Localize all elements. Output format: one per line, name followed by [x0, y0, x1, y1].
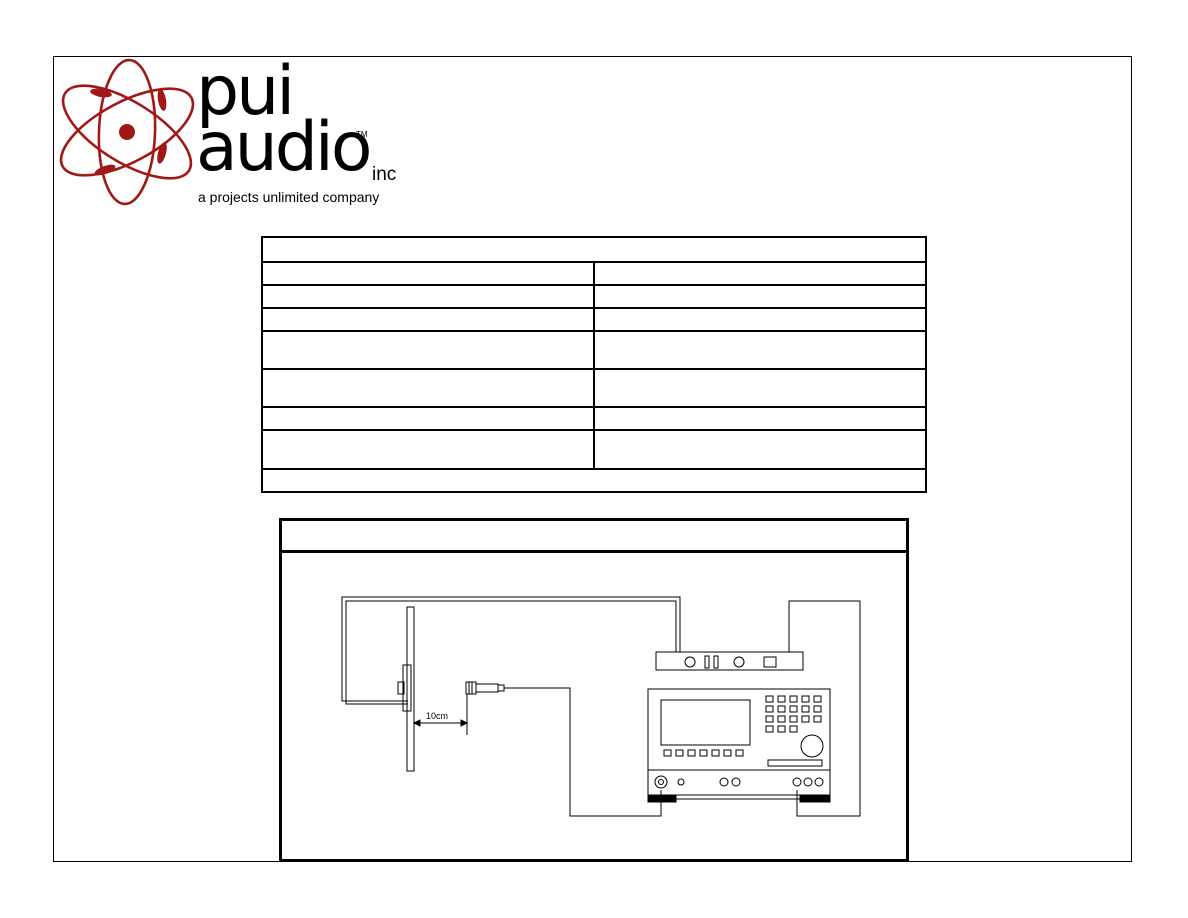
amplifier-icon — [655, 651, 804, 671]
spec-value — [593, 307, 927, 332]
spec-value — [593, 261, 927, 286]
spec-label — [261, 261, 595, 286]
spec-label — [261, 406, 595, 431]
audio-analyzer-icon — [647, 688, 831, 796]
test-setup-title — [282, 521, 906, 553]
atom-logo-icon — [59, 58, 195, 206]
distance-dimension — [412, 694, 469, 735]
table-row — [261, 429, 927, 470]
table-row — [261, 261, 927, 286]
distance-label: 10cm — [426, 711, 448, 721]
logo-word-pui: pui — [196, 52, 295, 131]
spec-label — [261, 307, 595, 332]
spec-label — [261, 330, 595, 370]
table-row — [261, 368, 927, 408]
table-row — [261, 284, 927, 309]
microphone-icon — [465, 681, 505, 695]
table-row — [261, 307, 927, 332]
spec-label — [261, 429, 595, 470]
trademark-symbol: TM — [356, 130, 368, 139]
spec-value — [593, 368, 927, 408]
spec-table-title — [261, 236, 927, 263]
spec-value — [593, 330, 927, 370]
logo-word-audio: audio — [196, 108, 372, 187]
spec-table-footer — [261, 468, 927, 493]
spec-value — [593, 284, 927, 309]
spec-value — [593, 429, 927, 470]
test-setup-panel — [279, 518, 909, 862]
table-row — [261, 330, 927, 370]
spec-table — [261, 236, 927, 493]
table-row — [261, 406, 927, 431]
spec-label — [261, 284, 595, 309]
spec-value — [593, 406, 927, 431]
logo-tagline: a projects unlimited company — [198, 189, 380, 205]
logo-suffix-inc: inc — [372, 164, 397, 185]
spec-label — [261, 368, 595, 408]
baffle-board-icon — [397, 606, 415, 772]
